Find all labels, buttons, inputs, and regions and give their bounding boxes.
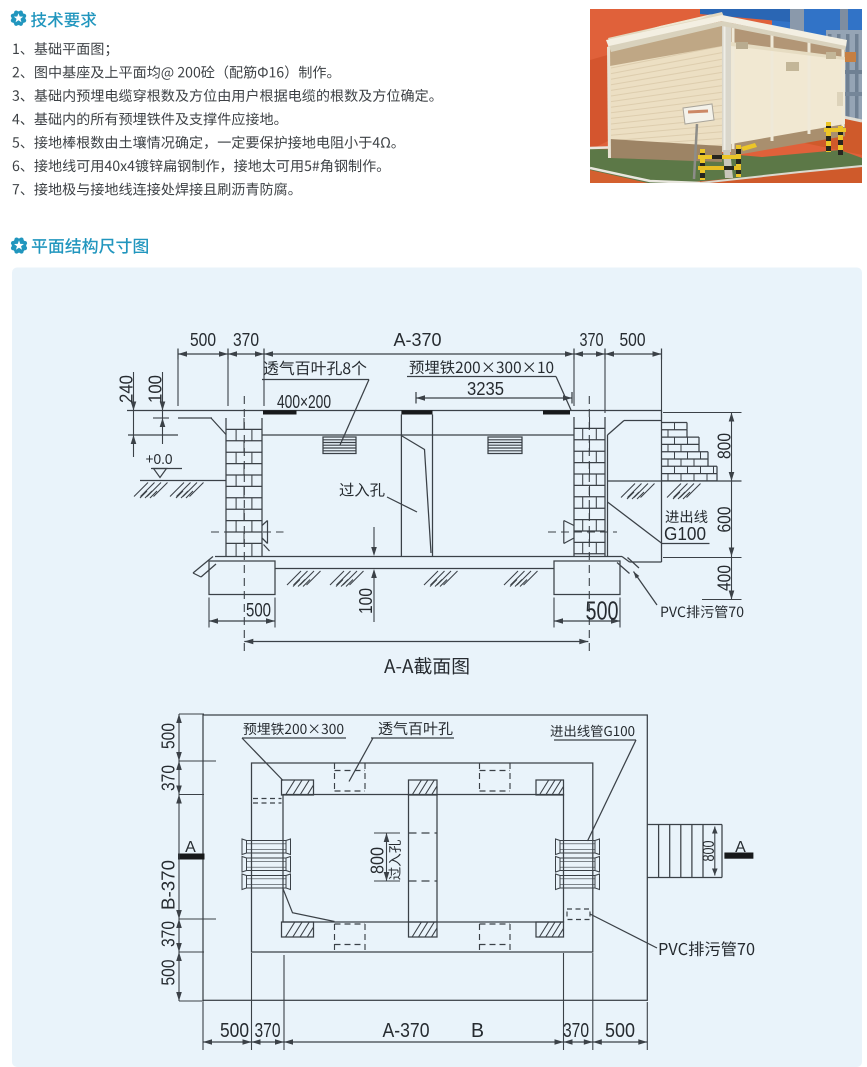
svg-text:500: 500: [220, 1020, 249, 1042]
svg-text:370: 370: [233, 330, 259, 350]
svg-text:370: 370: [255, 1020, 281, 1042]
svg-text:A: A: [735, 839, 746, 856]
svg-text:370: 370: [563, 1020, 589, 1042]
svg-text:100: 100: [356, 588, 376, 614]
svg-text:240: 240: [116, 375, 136, 403]
svg-text:370: 370: [580, 330, 604, 350]
svg-text:800: 800: [699, 841, 718, 862]
svg-text:A-370: A-370: [383, 1020, 430, 1042]
svg-text:+0.0: +0.0: [146, 451, 173, 468]
svg-text:3235: 3235: [467, 379, 504, 399]
svg-text:100: 100: [145, 375, 165, 403]
svg-text:370: 370: [158, 921, 178, 947]
svg-text:B: B: [471, 1020, 484, 1042]
svg-text:G100: G100: [664, 524, 706, 544]
svg-text:500: 500: [605, 1020, 635, 1042]
svg-text:500: 500: [586, 596, 619, 626]
svg-text:500: 500: [158, 960, 178, 986]
svg-text:500: 500: [246, 601, 271, 622]
svg-text:370: 370: [158, 765, 178, 791]
svg-text:A: A: [185, 839, 196, 856]
svg-text:400: 400: [714, 565, 734, 591]
svg-text:A-370: A-370: [394, 330, 442, 350]
svg-text:400×200: 400×200: [277, 392, 331, 412]
svg-text:600: 600: [714, 507, 734, 533]
svg-text:500: 500: [158, 723, 178, 749]
svg-text:B-370: B-370: [158, 860, 178, 910]
svg-text:500: 500: [620, 330, 646, 350]
svg-text:500: 500: [190, 330, 216, 350]
svg-text:800: 800: [714, 433, 734, 459]
svg-text:800: 800: [367, 847, 387, 874]
